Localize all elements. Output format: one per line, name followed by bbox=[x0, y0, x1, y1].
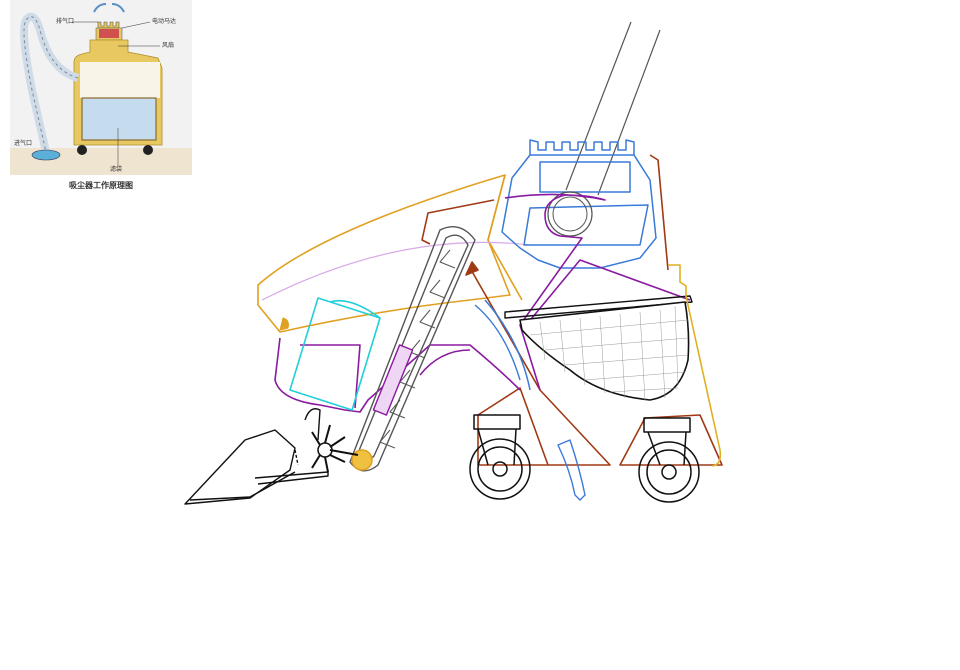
inner-frame bbox=[421, 154, 723, 466]
label-dust-bag: 滤袋 bbox=[110, 166, 123, 173]
inset-illustration bbox=[10, 0, 192, 175]
rear-wheel bbox=[638, 417, 700, 503]
side-brush bbox=[311, 424, 359, 473]
filter-mesh bbox=[504, 295, 693, 401]
front-scoop bbox=[184, 408, 329, 505]
label-motor: 电动马达 bbox=[152, 18, 177, 25]
hopper-cover bbox=[257, 174, 523, 333]
motor-housing bbox=[474, 139, 657, 501]
dust-box-window bbox=[289, 297, 381, 411]
label-intake: 进气口 bbox=[14, 140, 33, 147]
rear-panel bbox=[668, 264, 722, 467]
front-wheel bbox=[469, 414, 531, 500]
handle bbox=[565, 21, 661, 196]
label-exhaust: 排气口 bbox=[56, 18, 75, 25]
roller-pulley bbox=[351, 449, 373, 471]
inset-principle-diagram: 排气口 电动马达 风扇 进气口 滤袋 吸尘器工作原理图 bbox=[10, 0, 192, 192]
dust-box-body bbox=[274, 193, 691, 413]
conveyor-belt bbox=[349, 226, 476, 472]
motor-rotor bbox=[547, 191, 593, 237]
cover-arc bbox=[261, 241, 531, 301]
inset-caption: 吸尘器工作原理图 bbox=[69, 181, 133, 190]
motor-rotor-inner bbox=[552, 196, 588, 232]
squeegee-pad bbox=[372, 344, 414, 416]
hinge-marker bbox=[279, 317, 289, 331]
label-fan: 风扇 bbox=[162, 42, 175, 49]
